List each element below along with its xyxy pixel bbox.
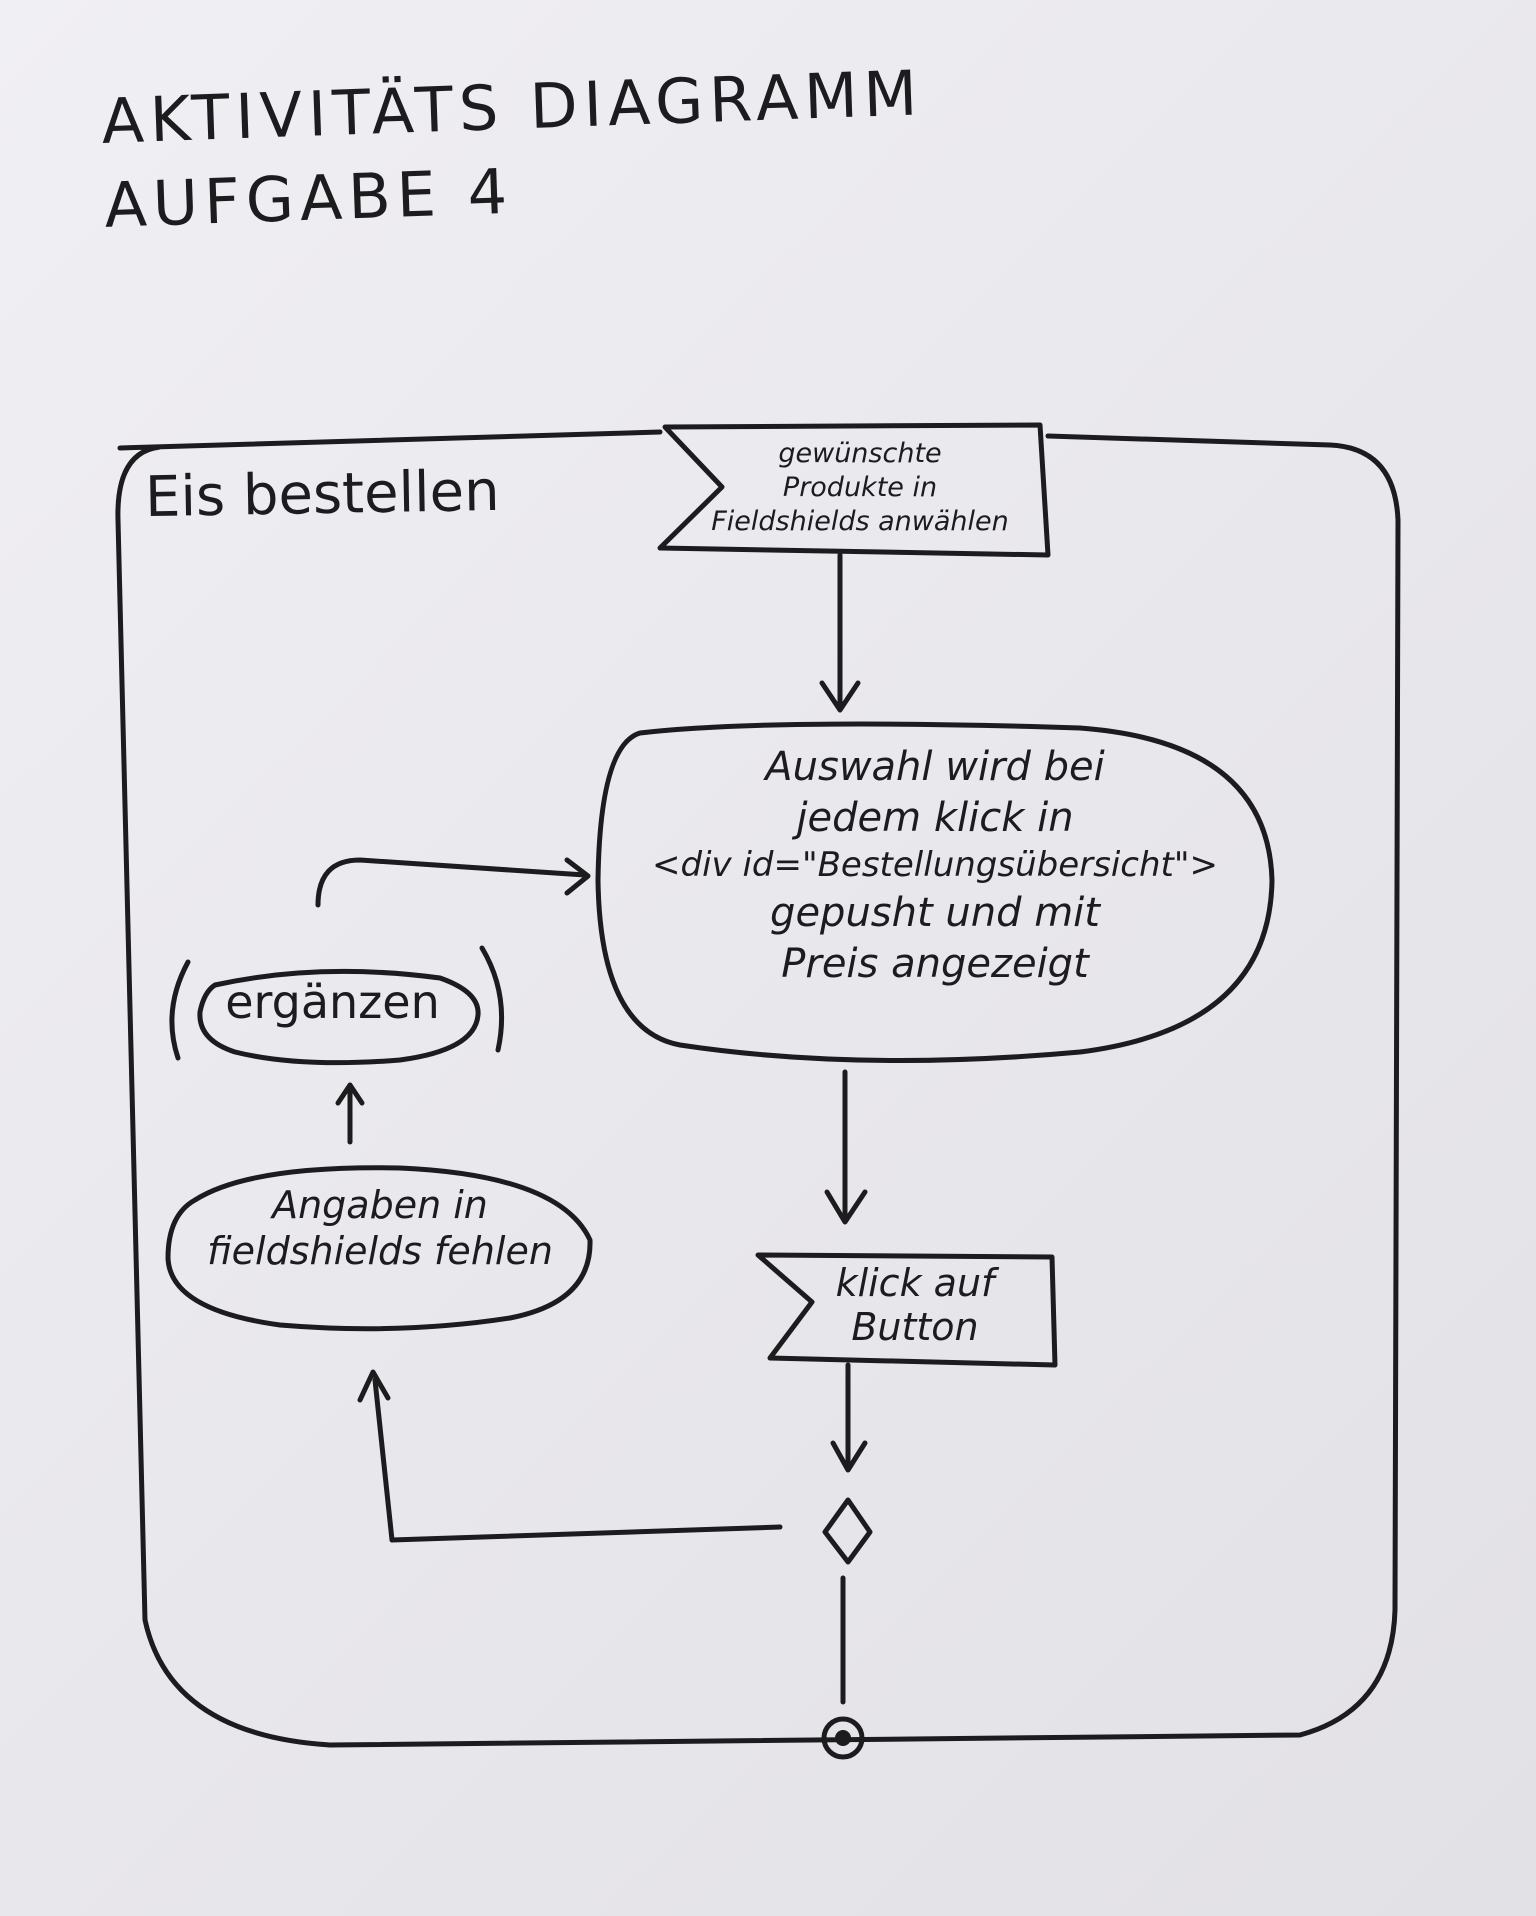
activity-frame: [115, 429, 1401, 1748]
action-node-push-selection: [595, 721, 1275, 1064]
action-push-line-3: <div id="Bestellungsübersicht">: [652, 845, 1218, 886]
signal-select-line-2: Produkte in: [782, 471, 938, 503]
action-push-line-5: Preis angezeigt: [781, 941, 1089, 988]
signal-click-line-1: klick auf: [835, 1261, 995, 1305]
signal-node-select-products-label: gewünschte Produkte in Fieldshields anwä…: [690, 437, 1030, 538]
action-node-complete-label: ergänzen: [225, 975, 440, 1029]
action-missing-line-1: Angaben in: [272, 1183, 488, 1227]
arrowhead-complete-to-push: [564, 857, 591, 896]
activity-name: Eis bestellen: [144, 458, 501, 531]
arrowhead-click-to-decision: [830, 1440, 868, 1473]
expansion-bracket-right: [479, 945, 505, 1053]
action-node-push-selection-label: Auswahl wird bei jedem klick in <div id=…: [610, 742, 1260, 990]
action-node-complete: [197, 968, 481, 1066]
signal-select-line-3: Fieldshields anwählen: [711, 505, 1009, 537]
action-node-missing-fields: [165, 1165, 593, 1332]
arrowhead-select-to-push: [819, 680, 861, 713]
signal-node-select-products: [657, 422, 1051, 558]
signal-node-click-button: [755, 1252, 1058, 1368]
action-missing-line-2: fieldshields fehlen: [207, 1228, 553, 1273]
signal-node-click-button-label: klick auf Button: [800, 1261, 1030, 1349]
edge-complete-to-push: [315, 857, 588, 908]
action-node-missing-fields-label: Angaben in fieldshields fehlen: [180, 1183, 580, 1274]
final-node-core: [835, 1730, 851, 1746]
arrowhead-decision-to-missing: [357, 1369, 391, 1403]
edge-decision-to-missing: [372, 1377, 783, 1543]
action-push-line-1: Auswahl wird bei: [765, 744, 1105, 790]
action-push-line-2: jedem klick in: [796, 795, 1074, 842]
final-node: [821, 1716, 865, 1760]
signal-select-line-1: gewünschte: [778, 438, 942, 469]
arrowhead-push-to-click: [824, 1189, 868, 1225]
expansion-bracket-left: [169, 959, 191, 1061]
arrowhead-missing-to-complete: [335, 1082, 365, 1106]
decision-node: [822, 1497, 873, 1565]
signal-click-line-2: Button: [851, 1304, 979, 1349]
action-push-line-4: gepusht und mit: [770, 889, 1100, 936]
